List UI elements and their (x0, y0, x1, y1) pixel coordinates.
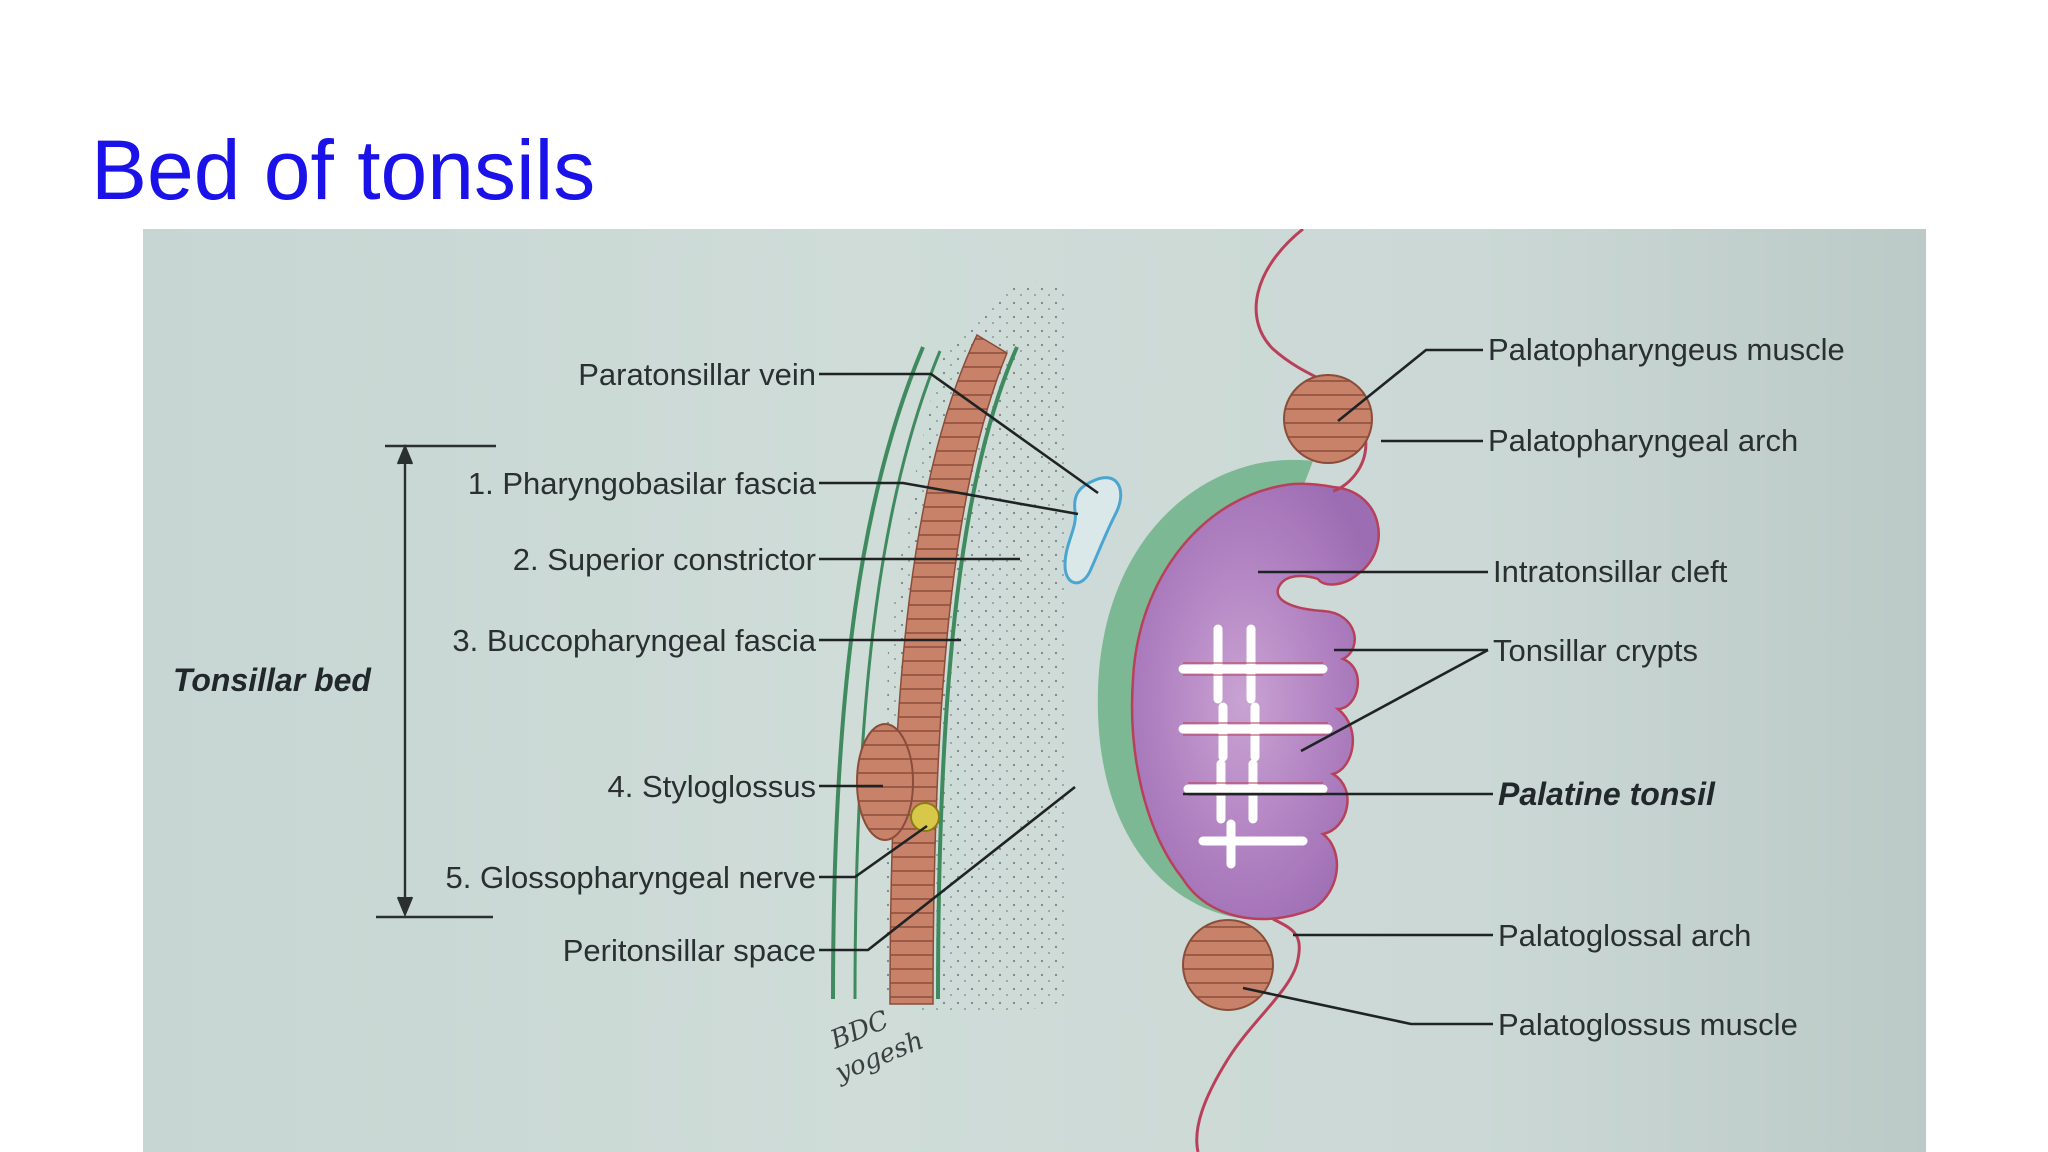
label-palatoglossal-arch: Palatoglossal arch (1498, 918, 1751, 953)
label-superior-constrictor: 2. Superior constrictor (513, 542, 816, 577)
label-tonsillar-crypts: Tonsillar crypts (1493, 633, 1698, 668)
label-glossopharyngeal-nerve: 5. Glossopharyngeal nerve (445, 860, 816, 895)
leader-paratonsillar-vein (819, 372, 1099, 495)
artist-signature: BDC yogesh (825, 1005, 927, 1088)
buccopharyngeal-fascia-outer (831, 346, 925, 1000)
label-peritonsillar-space: Peritonsillar space (563, 933, 816, 968)
slide-title: Bed of tonsils (91, 123, 596, 217)
label-intratonsillar-cleft: Intratonsillar cleft (1493, 554, 1728, 589)
leader-palatopharyngeus-muscle (1337, 348, 1483, 423)
label-styloglossus: 4. Styloglossus (608, 769, 817, 804)
tonsillar-crypts (1178, 624, 1333, 869)
label-palatopharyngeus-muscle: Palatopharyngeus muscle (1488, 332, 1845, 367)
label-palatoglossus-muscle: Palatoglossus muscle (1498, 1007, 1798, 1042)
leader-palatoglossus-muscle (1242, 986, 1493, 1026)
leader-glossopharyngeal-nerve (819, 824, 928, 879)
tonsil-bed-diagram: Paratonsillar vein 1. Pharyngobasilar fa… (173, 229, 1845, 1152)
leader-peritonsillar-space (819, 785, 1076, 952)
palatopharyngeus-muscle-shape (1283, 374, 1373, 464)
paratonsillar-vein-shape (1063, 476, 1123, 585)
label-buccopharyngeal-fascia: 3. Buccopharyngeal fascia (452, 623, 816, 658)
styloglossus-shape (856, 723, 914, 841)
leader-pharyngobasilar-fascia (819, 481, 1079, 516)
palatine-tonsil-body (1130, 482, 1380, 921)
tonsillar-bed-bracket (376, 443, 496, 919)
pharyngobasilar-fascia-line (936, 346, 1019, 1000)
label-palatopharyngeal-arch: Palatopharyngeal arch (1488, 423, 1798, 458)
label-tonsillar-bed: Tonsillar bed (173, 662, 372, 698)
buccopharyngeal-fascia-inner (853, 350, 942, 1000)
palatoglossus-muscle-shape (1182, 919, 1274, 1011)
superior-constrictor-muscle (889, 333, 1008, 1005)
leader-tonsillar-crypts-2 (1300, 648, 1489, 753)
label-pharyngobasilar-fascia: 1. Pharyngobasilar fascia (468, 466, 817, 501)
label-paratonsillar-vein: Paratonsillar vein (578, 357, 816, 392)
label-palatine-tonsil: Palatine tonsil (1498, 776, 1716, 812)
tonsil-bed-figure: Paratonsillar vein 1. Pharyngobasilar fa… (143, 229, 1926, 1152)
tonsillar-crypts-outline (1183, 662, 1328, 796)
glossopharyngeal-nerve-shape (910, 802, 940, 832)
